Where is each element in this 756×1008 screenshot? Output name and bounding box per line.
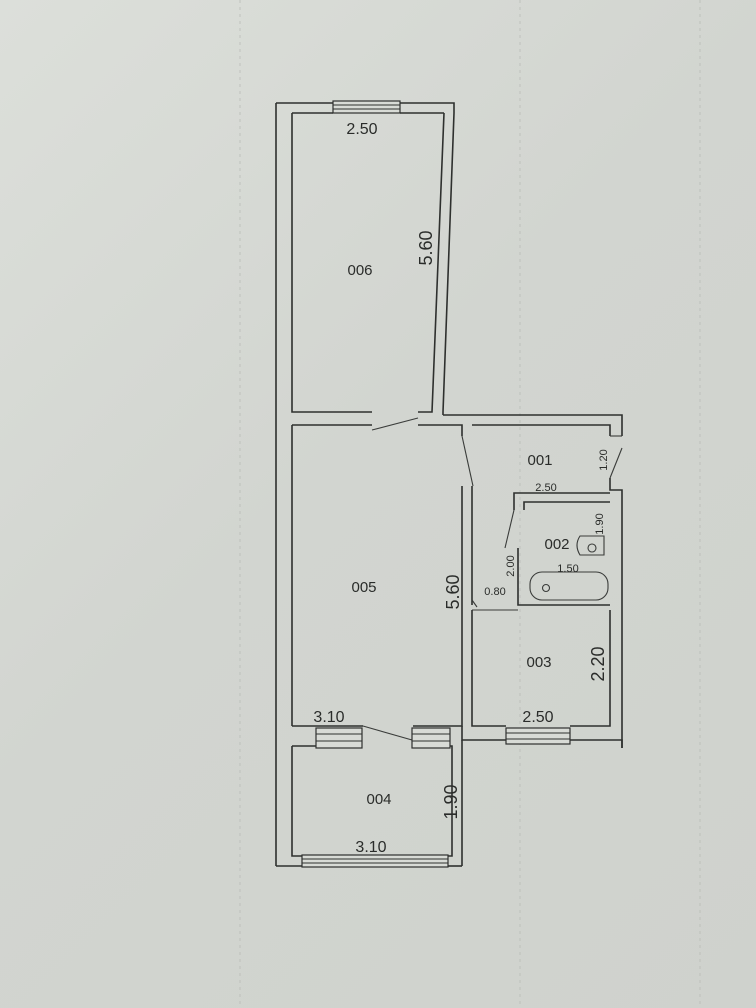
window-004-bottom — [301, 854, 449, 868]
door-001-005 — [461, 435, 474, 487]
room-label-005: 005 — [351, 579, 376, 596]
room-001 — [443, 414, 623, 748]
window-004-side — [411, 727, 451, 749]
room-006 — [275, 100, 455, 866]
room-005 — [291, 417, 463, 741]
window-004-door — [315, 727, 363, 749]
bathtub-icon — [529, 571, 609, 601]
door-002 — [504, 509, 515, 549]
room-label-002: 002 — [544, 536, 569, 553]
room-label-006: 006 — [347, 262, 372, 279]
dimension-002-depth: 1.90 — [594, 513, 606, 534]
dimension-001-depth: 1.20 — [598, 449, 610, 470]
room-label-001: 001 — [527, 452, 552, 469]
dimension-005-width: 3.10 — [313, 709, 344, 726]
dimension-005-length: 5.60 — [443, 574, 463, 609]
dimension-002-width: 1.50 — [557, 563, 578, 575]
door-005-006 — [371, 417, 419, 431]
room-004 — [276, 727, 462, 868]
sink-icon — [576, 535, 605, 556]
room-label-004: 004 — [366, 791, 391, 808]
dimension-004-length: 1.90 — [441, 784, 461, 819]
door-entrance — [609, 447, 623, 479]
dimension-001-width: 2.50 — [535, 482, 556, 494]
room-002 — [471, 492, 610, 611]
dimension-004-width: 3.10 — [355, 839, 386, 856]
dimension-006-width: 2.50 — [346, 121, 377, 138]
dimension-002-height: 2.00 — [505, 555, 517, 576]
dimension-003-width: 2.50 — [522, 709, 553, 726]
dimension-006-length: 5.60 — [416, 230, 436, 265]
dimension-003-depth: 2.20 — [588, 646, 608, 681]
window-006 — [332, 100, 401, 114]
door-005-004 — [362, 725, 413, 741]
room-003 — [461, 610, 623, 866]
sheet-grid — [239, 0, 701, 1008]
dimension-door-width: 0.80 — [484, 586, 505, 598]
window-003 — [505, 727, 571, 745]
room-label-003: 003 — [526, 654, 551, 671]
